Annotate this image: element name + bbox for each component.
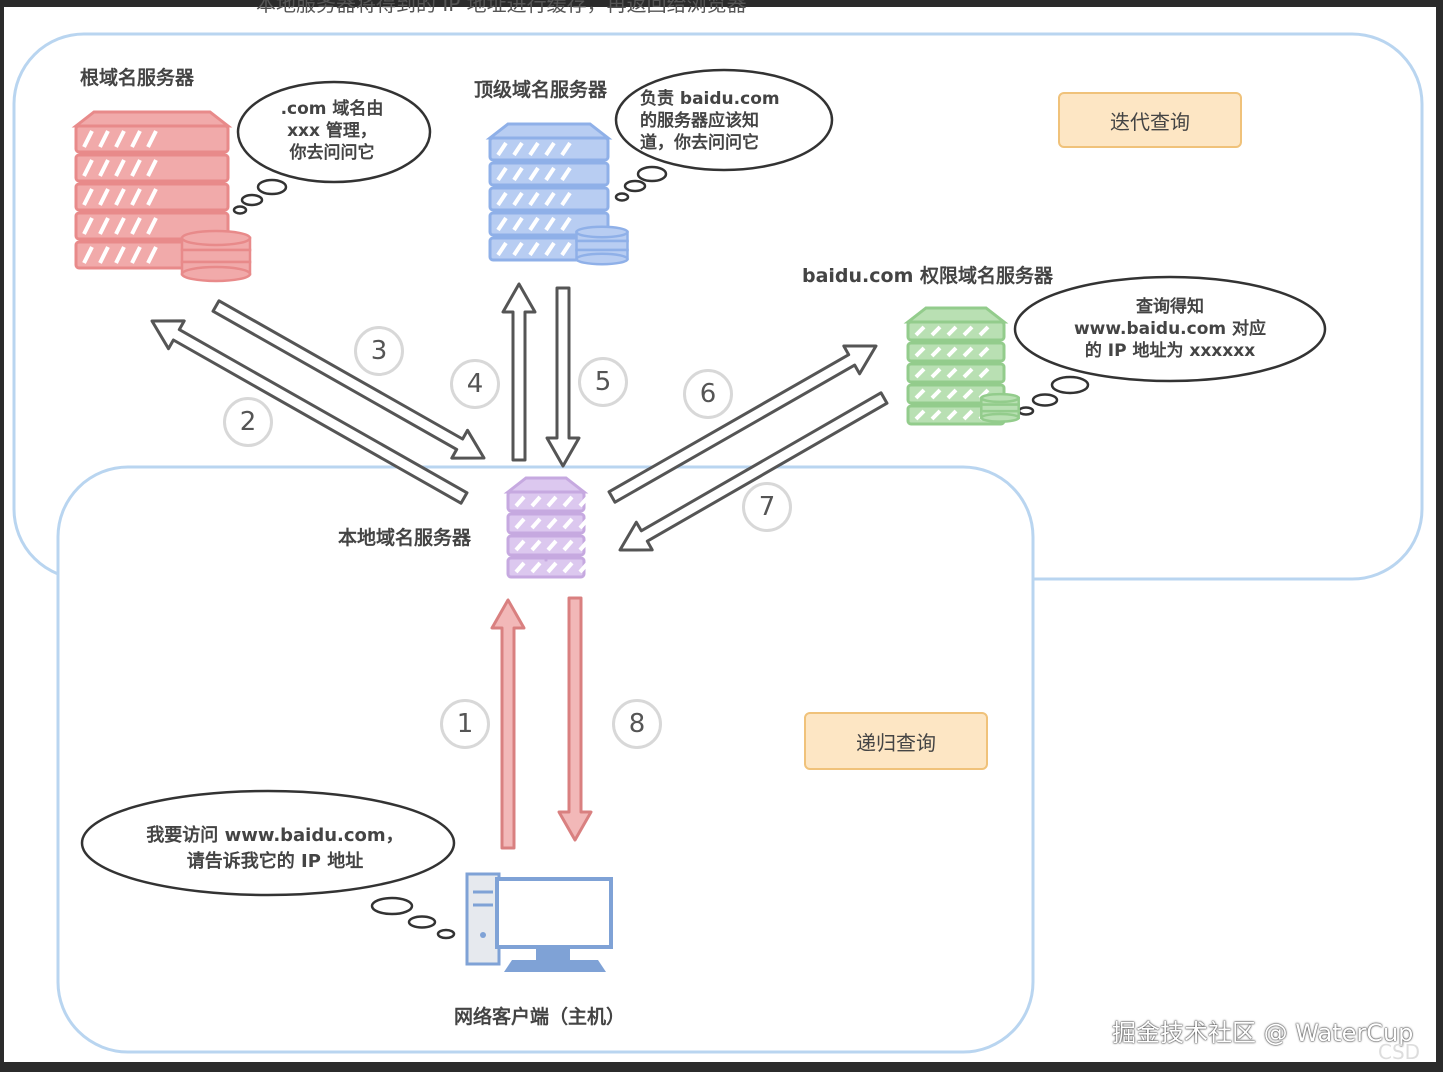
tld-thought-line: 道，你去问问它 bbox=[640, 133, 759, 153]
client-thought-line: 请告诉我它的 IP 地址 bbox=[186, 851, 364, 872]
watermark-text: 掘金技术社区 @ WaterCup bbox=[1112, 1019, 1414, 1047]
arrow-2-local-to-root bbox=[150, 319, 469, 505]
arrow-5-tld-to-local bbox=[545, 286, 581, 468]
local-server-name: 本地域名服务器 bbox=[338, 527, 472, 549]
auth-server-name: baidu.com 权限域名服务器 bbox=[802, 265, 1054, 287]
tld-thought-line: 负责 baidu.com bbox=[640, 89, 780, 109]
step-7-badge: 7 bbox=[742, 482, 792, 532]
root-thought-text: .com 域名由 xxx 管理， 你去问问它 bbox=[262, 98, 402, 164]
step-8-badge: 8 bbox=[612, 699, 662, 749]
auth-thought-line: 的 IP 地址为 xxxxxx bbox=[1084, 341, 1256, 361]
iterative-arrows bbox=[150, 282, 889, 552]
tld-server-name: 顶级域名服务器 bbox=[474, 79, 608, 101]
arrow-6-local-to-auth bbox=[607, 344, 878, 504]
local-server-icon bbox=[503, 476, 590, 579]
root-thought-cloud bbox=[232, 80, 432, 215]
tld-server-icon bbox=[485, 122, 629, 266]
tld-thought-text: 负责 baidu.com 的服务器应该知 道，你去问问它 bbox=[640, 88, 808, 154]
client-thought-line: 我要访问 www.baidu.com， bbox=[146, 825, 404, 846]
arrow-3-root-to-local bbox=[211, 299, 486, 460]
root-thought-line: .com 域名由 bbox=[280, 99, 384, 119]
step-4-badge: 4 bbox=[450, 359, 500, 409]
tld-thought-cloud bbox=[614, 68, 834, 202]
root-server-icon bbox=[71, 110, 252, 283]
root-thought-line: xxx 管理， bbox=[287, 121, 377, 141]
step-3-badge: 3 bbox=[354, 326, 404, 376]
recursive-query-label: 递归查询 bbox=[804, 712, 988, 770]
auth-thought-cloud bbox=[1013, 275, 1327, 416]
arrow-4-local-to-tld bbox=[501, 282, 537, 462]
client-computer-icon bbox=[465, 872, 613, 972]
step-6-badge: 6 bbox=[683, 369, 733, 419]
arrow-1-client-to-local bbox=[490, 598, 526, 850]
recursive-region bbox=[56, 465, 1035, 1054]
arrow-7-auth-to-local bbox=[618, 391, 889, 552]
arrow-8-local-to-client bbox=[557, 596, 593, 842]
auth-thought-line: 查询得知 bbox=[1136, 297, 1204, 317]
corner-mark: CSD bbox=[1378, 1040, 1421, 1064]
recursive-arrows bbox=[490, 596, 593, 850]
auth-thought-line: www.baidu.com 对应 bbox=[1073, 319, 1267, 339]
tld-thought-line: 的服务器应该知 bbox=[640, 111, 759, 131]
client-thought-text: 我要访问 www.baidu.com， 请告诉我它的 IP 地址 bbox=[130, 823, 420, 875]
root-thought-line: 你去问问它 bbox=[289, 143, 375, 163]
auth-thought-text: 查询得知 www.baidu.com 对应 的 IP 地址为 xxxxxx bbox=[1050, 296, 1290, 362]
top-cut-text: 本地服务器将得到的 IP 地址进行缓存，再返回给浏览器 bbox=[256, 0, 747, 16]
auth-server-icon bbox=[903, 306, 1020, 426]
client-thought-cloud bbox=[80, 789, 456, 940]
step-5-badge: 5 bbox=[578, 357, 628, 407]
iterative-query-label: 迭代查询 bbox=[1058, 92, 1242, 148]
root-server-name: 根域名服务器 bbox=[80, 67, 195, 89]
step-2-badge: 2 bbox=[223, 397, 273, 447]
client-name: 网络客户端（主机） bbox=[454, 1006, 626, 1028]
step-1-badge: 1 bbox=[440, 699, 490, 749]
